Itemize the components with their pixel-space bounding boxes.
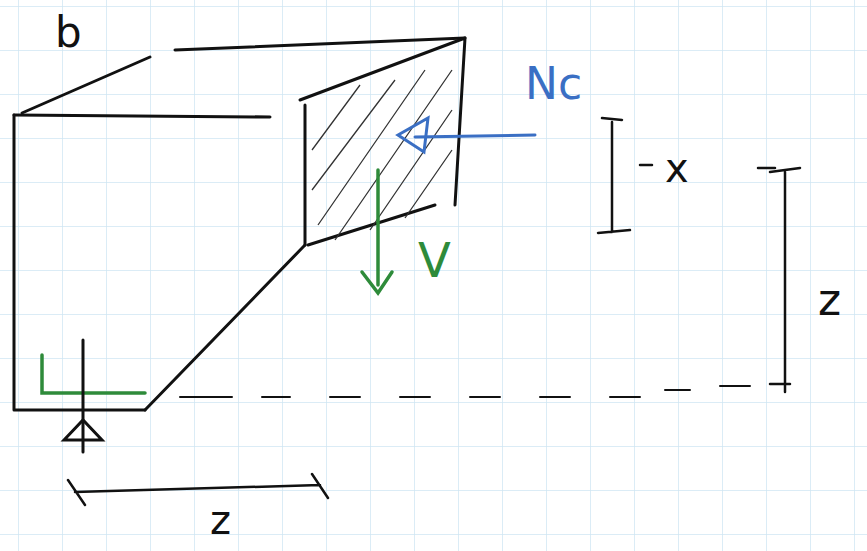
nc-arrow-head	[398, 118, 428, 152]
front-face	[14, 115, 145, 410]
x-dash	[640, 165, 775, 168]
x-dimension	[598, 118, 630, 233]
v-arrow-line	[376, 170, 380, 285]
dimensions	[68, 118, 800, 505]
section-edge	[304, 105, 307, 245]
support-line	[82, 340, 85, 452]
v-arrow	[42, 170, 392, 393]
v-arrow-head	[362, 272, 392, 293]
support-triangle	[64, 420, 102, 440]
section-hatching	[312, 70, 452, 240]
z-bottom-dimension	[68, 474, 328, 505]
bottom-depth-edge	[145, 245, 305, 410]
nc-arrow	[398, 118, 535, 152]
z-dash-line	[180, 386, 750, 397]
dimension-label: x	[665, 148, 689, 188]
section-edge	[300, 38, 465, 205]
front-top-edge	[14, 115, 270, 117]
dimension-label: z	[818, 278, 841, 322]
width-label: b	[55, 12, 82, 54]
nc-arrow-line	[415, 135, 535, 137]
left-depth-edge	[22, 57, 150, 113]
support-reaction	[42, 355, 145, 393]
z-dimension	[770, 168, 800, 392]
force-label: Nc	[525, 62, 582, 106]
support	[64, 340, 102, 452]
back-top-edge	[175, 38, 465, 50]
hatch-lines	[312, 70, 452, 240]
force-label: V	[418, 236, 451, 284]
dimension-label: z	[210, 500, 231, 540]
